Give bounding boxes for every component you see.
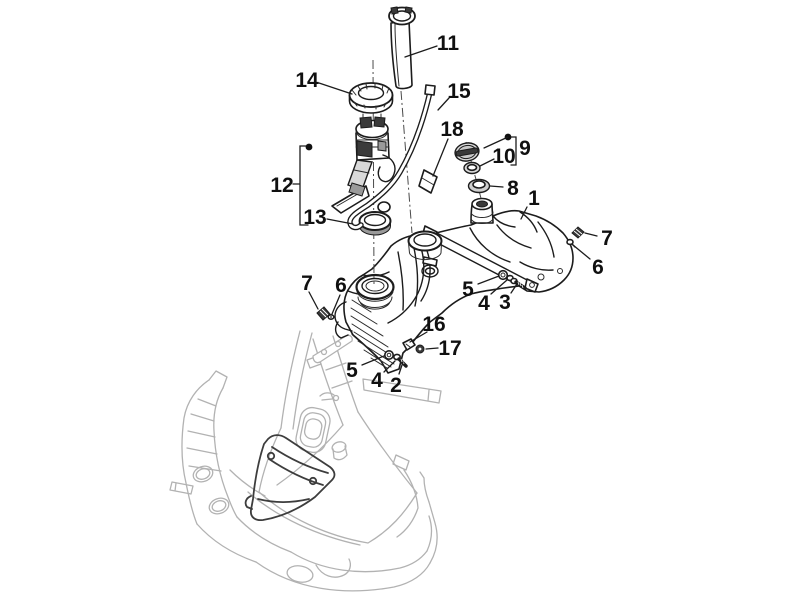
callout-14: 14 (295, 69, 319, 92)
bracket-9 (483, 133, 517, 166)
bolt-bottom (392, 353, 408, 368)
callout-5-right: 5 (462, 278, 474, 301)
gasket (467, 178, 491, 194)
callout-2: 2 (390, 374, 402, 397)
strap-mount-tab (524, 278, 539, 293)
floor-panel (244, 434, 336, 522)
rubber-pad (402, 338, 416, 351)
nut-right (497, 269, 509, 281)
callout-11: 11 (437, 32, 460, 55)
callout-7-right: 7 (601, 227, 613, 250)
callout-5-bottom: 5 (346, 359, 358, 382)
leader-lines (292, 45, 598, 375)
callout-4-right: 4 (478, 292, 490, 315)
frame-emblem (319, 392, 335, 401)
hose-end-fitting (424, 84, 436, 96)
ring-nut (348, 82, 394, 114)
callout-18: 18 (440, 118, 464, 141)
callout-10: 10 (492, 145, 515, 168)
bolt-right (510, 277, 527, 290)
fuel-pump-assembly (331, 113, 396, 214)
callout-7-left: 7 (301, 272, 313, 295)
washer-bottom (383, 349, 394, 360)
filler-neck (470, 197, 494, 224)
hose-connector-ring (377, 201, 391, 213)
clip-right (571, 226, 585, 239)
bracket-12 (292, 143, 313, 226)
cap-lock-ring (463, 161, 481, 175)
clip-left (316, 306, 331, 321)
callout-3: 3 (499, 291, 511, 314)
callout-9: 9 (519, 137, 531, 160)
callout-8: 8 (507, 177, 519, 200)
fuel-cap (454, 142, 480, 162)
tube-cap-tab (404, 6, 413, 14)
callout-6-right: 6 (592, 256, 604, 279)
tank-pump-opening (355, 273, 395, 310)
tank-left-ear (334, 301, 353, 339)
seal-ring (358, 211, 392, 236)
callouts: 11 14 15 18 9 10 8 1 7 6 12 13 7 6 5 4 3… (270, 32, 613, 397)
filler-tube (388, 6, 416, 90)
callout-6-left: 6 (335, 274, 347, 297)
tube-cap-tab (390, 6, 399, 15)
screw-left (327, 313, 335, 320)
tank-rear-neck (407, 230, 443, 261)
callout-4-bottom: 4 (371, 369, 383, 392)
grommet (415, 344, 425, 354)
fuel-tank (334, 209, 574, 374)
callout-1: 1 (528, 187, 540, 210)
callout-13: 13 (303, 206, 326, 229)
callout-16: 16 (422, 313, 445, 336)
callout-15: 15 (447, 80, 471, 103)
scooter-frame (169, 330, 442, 592)
callout-12: 12 (270, 174, 293, 197)
callout-17: 17 (438, 337, 461, 360)
breather-hose (347, 84, 436, 231)
